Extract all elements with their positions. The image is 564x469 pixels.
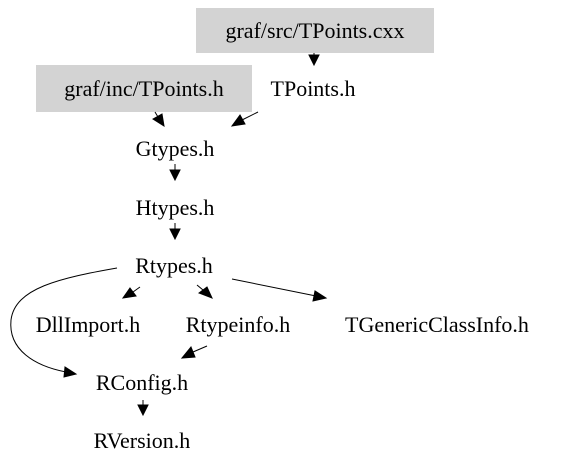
node-tpoints-h[interactable]: TPoints.h	[271, 76, 356, 101]
edge-rtypes-to-rtypeinfo	[196, 284, 213, 299]
node-rtypes[interactable]: Rtypes.h	[135, 253, 213, 278]
edge-rconfig-to-rversion	[137, 400, 149, 417]
node-tpoints-cxx[interactable]: graf/src/TPoints.cxx	[225, 18, 404, 43]
node-dllimport[interactable]: DllImport.h	[36, 312, 141, 337]
edge-tpoints-h-to-gtypes	[230, 111, 259, 127]
edge-gtypes-to-htypes	[169, 164, 181, 182]
edge-tpoints-h-inc-to-gtypes	[152, 111, 165, 128]
edge-rtypes-to-dllimport	[121, 286, 141, 299]
node-box-tpoints-h-inc	[36, 65, 252, 112]
node-gtypes[interactable]: Gtypes.h	[136, 136, 215, 161]
node-rversion[interactable]: RVersion.h	[94, 428, 191, 453]
node-rtypeinfo[interactable]: Rtypeinfo.h	[186, 312, 291, 337]
edge-rtypes-to-rconfig	[10, 267, 118, 378]
node-rconfig[interactable]: RConfig.h	[96, 370, 188, 395]
node-tgenericclassinfo[interactable]: TGenericClassInfo.h	[345, 312, 529, 337]
edge-tpoints-cxx-to-tpoints-h	[308, 53, 320, 67]
node-box-tpoints-cxx	[196, 8, 434, 53]
edge-htypes-to-rtypes	[169, 223, 181, 241]
edge-rtypeinfo-to-rconfig	[180, 345, 208, 359]
edge-rtypes-to-tgenericclassinfo	[231, 278, 328, 302]
node-tpoints-h-inc[interactable]: graf/inc/TPoints.h	[64, 76, 223, 101]
node-htypes[interactable]: Htypes.h	[136, 195, 215, 220]
